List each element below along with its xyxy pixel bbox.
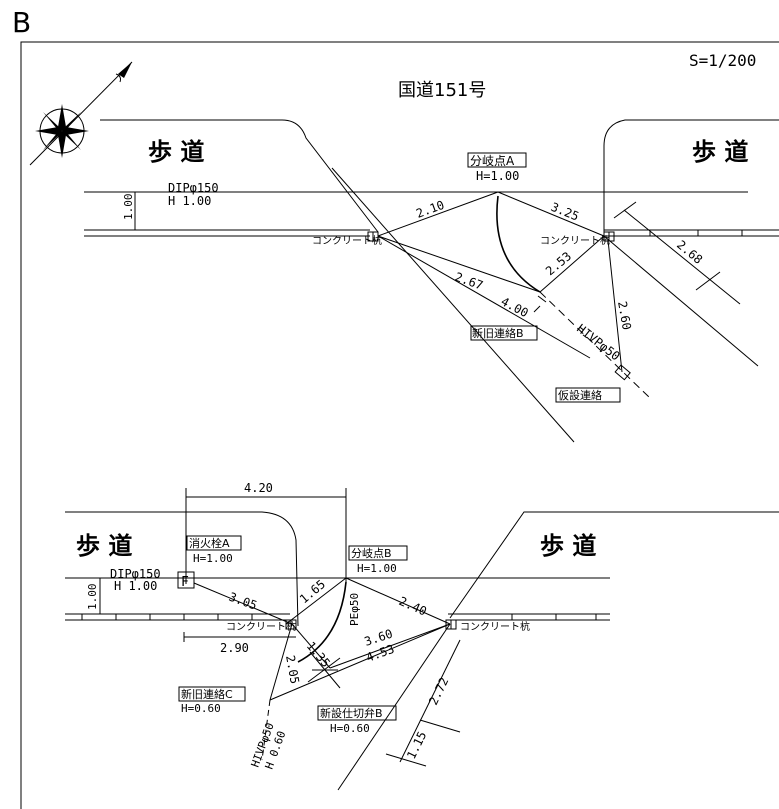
lower-pile-left: コンクリート杭	[226, 620, 296, 633]
upper-dim-6: 4.00	[499, 294, 531, 320]
upper-sidewalk-right: 歩 道	[692, 138, 748, 166]
lower-sidewalk-right: 歩 道	[540, 532, 596, 560]
lower-sidewalk-left: 歩 道	[76, 532, 132, 560]
lower-dim-9: 2.72	[426, 675, 451, 707]
lower-pipe-dim: 1.00	[86, 584, 99, 611]
compass-icon	[29, 61, 133, 166]
lower-dim-1: 3.05	[227, 590, 259, 613]
upper-pipe-dim: 1.00	[122, 194, 135, 221]
upper-temp-box	[555, 387, 621, 403]
lower-pipe-label: DIPφ150	[110, 567, 161, 581]
lower-valve-depth: H=0.60	[330, 722, 370, 735]
fire-hydrant-icon: F	[181, 575, 189, 590]
upper-pipe-depth: H 1.00	[168, 194, 211, 208]
lower-pe: PEφ50	[348, 593, 361, 626]
upper-temp-label: 仮設連絡	[558, 388, 602, 402]
lower-dim-5: 1.35	[304, 639, 333, 670]
lower-new-old-box	[178, 686, 246, 702]
lower-dim-2: 1.65	[297, 577, 328, 606]
lower-branch-label: 分岐点B	[351, 547, 392, 560]
sheet-id: B	[12, 6, 31, 39]
upper-plan	[84, 119, 779, 443]
upper-dim-7: 2.60	[615, 300, 634, 331]
lower-hydrant-depth: H=1.00	[193, 552, 233, 565]
lower-new-old-depth: H=0.60	[181, 702, 221, 715]
lower-dim-3: 2.40	[397, 594, 429, 619]
lower-plan	[65, 488, 779, 791]
upper-dim-3: 2.68	[674, 238, 705, 267]
upper-dim-4: 2.53	[543, 249, 574, 278]
upper-pipe-label: DIPφ150	[168, 181, 219, 195]
upper-branch-box	[467, 152, 527, 168]
lower-dim-8: 2.05	[283, 654, 302, 685]
upper-dim-5: 2.67	[453, 270, 485, 293]
lower-hydrant-label: 消火栓A	[189, 536, 230, 550]
lower-valve-box	[317, 705, 397, 721]
lower-pipe-depth: H 1.00	[114, 579, 157, 593]
upper-branch-label: 分岐点A	[470, 154, 515, 168]
upper-hivp: HIVPφ50	[574, 321, 622, 363]
lower-hydrant-box	[186, 535, 242, 551]
lower-dim-4: 2.90	[220, 641, 249, 655]
scale-label: S=1/200	[689, 51, 756, 70]
sheet-frame	[20, 41, 779, 809]
upper-branch-depth: H=1.00	[476, 169, 519, 183]
upper-new-old-box	[470, 325, 538, 341]
road-name: 国道151号	[398, 80, 486, 101]
upper-pile-right: コンクリート杭	[540, 234, 610, 247]
lower-new-old-label: 新旧連絡C	[181, 687, 233, 701]
lower-branch-box	[348, 545, 408, 561]
lower-valve-label: 新設仕切弁B	[320, 706, 383, 720]
lower-pile-right: コンクリート杭	[460, 620, 530, 633]
upper-pile-left: コンクリート杭	[312, 234, 382, 247]
upper-new-old-label: 新旧連絡B	[472, 326, 524, 340]
upper-sidewalk-left: 歩 道	[148, 138, 204, 166]
lower-dim-10: 1.15	[404, 729, 429, 761]
lower-top-dim: 4.20	[244, 481, 273, 495]
lower-branch-depth: H=1.00	[357, 562, 397, 575]
